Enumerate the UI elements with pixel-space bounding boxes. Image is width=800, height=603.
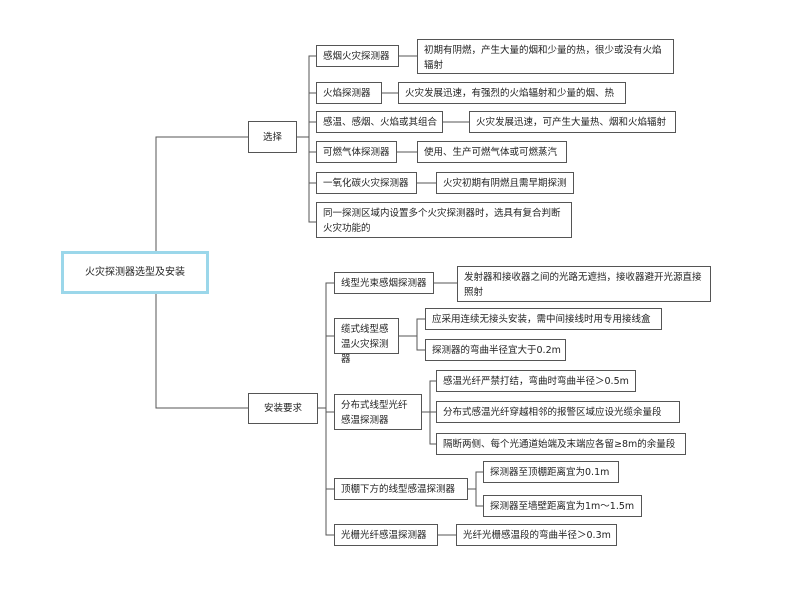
select-detail-gas[interactable]: 使用、生产可燃气体或可燃蒸汽: [417, 141, 567, 163]
select-item-combo[interactable]: 感温、感烟、火焰或其组合: [316, 111, 443, 133]
install-item-grating[interactable]: 光栅光纤感温探测器: [334, 524, 438, 546]
root-node[interactable]: 火灾探测器选型及安装: [61, 251, 209, 294]
install-detail-cable-0[interactable]: 应采用连续无接头安装，需中间接线时用专用接线盒: [425, 308, 662, 330]
install-detail-distributed-1[interactable]: 分布式感温光纤穿越相邻的报警区域应设光缆余量段: [436, 401, 680, 423]
branch-select[interactable]: 选择: [248, 121, 297, 153]
select-item-gas[interactable]: 可燃气体探测器: [316, 141, 397, 163]
install-item-ceiling[interactable]: 顶棚下方的线型感温探测器: [334, 478, 468, 500]
select-detail-flame[interactable]: 火灾发展迅速，有强烈的火焰辐射和少量的烟、热: [398, 82, 626, 104]
select-detail-co[interactable]: 火灾初期有阴燃且需早期探测: [436, 172, 574, 194]
select-detail-smoke[interactable]: 初期有阴燃，产生大量的烟和少量的热，很少或没有火焰辐射: [417, 39, 674, 74]
install-detail-grating-0[interactable]: 光纤光栅感温段的弯曲半径＞0.3m: [456, 524, 617, 546]
connector-install: [318, 282, 334, 536]
branch-install[interactable]: 安装要求: [248, 393, 318, 424]
connector-select: [297, 55, 316, 223]
install-item-beam[interactable]: 线型光束感烟探测器: [334, 272, 434, 294]
select-detail-combo[interactable]: 火灾发展迅速，可产生大量热、烟和火焰辐射: [469, 111, 676, 133]
select-item-flame[interactable]: 火焰探测器: [316, 82, 382, 104]
install-detail-distributed-2[interactable]: 隔断两侧、每个光通道始端及末端应各留≥8m的余量段: [436, 433, 686, 455]
select-item-multi[interactable]: 同一探测区域内设置多个火灾探测器时，选具有复合判断火灾功能的: [316, 202, 572, 238]
install-detail-distributed-0[interactable]: 感温光纤严禁打结，弯曲时弯曲半径＞0.5m: [436, 370, 636, 392]
install-item-distributed[interactable]: 分布式线型光纤感温探测器: [334, 394, 422, 430]
connector-install-details: [399, 282, 483, 536]
install-item-cable[interactable]: 缆式线型感温火灾探测器: [334, 318, 399, 365]
install-detail-cable-1[interactable]: 探测器的弯曲半径宜大于0.2m: [425, 339, 566, 361]
connector-select-details: [382, 55, 469, 184]
install-detail-ceiling-0[interactable]: 探测器至顶棚距离宜为0.1m: [483, 461, 619, 483]
select-item-smoke[interactable]: 感烟火灾探测器: [316, 45, 399, 67]
select-item-co[interactable]: 一氧化碳火灾探测器: [316, 172, 417, 194]
install-detail-beam-0[interactable]: 发射器和接收器之间的光路无遮挡，接收器避开光源直接照射: [457, 266, 711, 302]
install-detail-ceiling-1[interactable]: 探测器至墙壁距离宜为1m～1.5m: [483, 495, 642, 517]
